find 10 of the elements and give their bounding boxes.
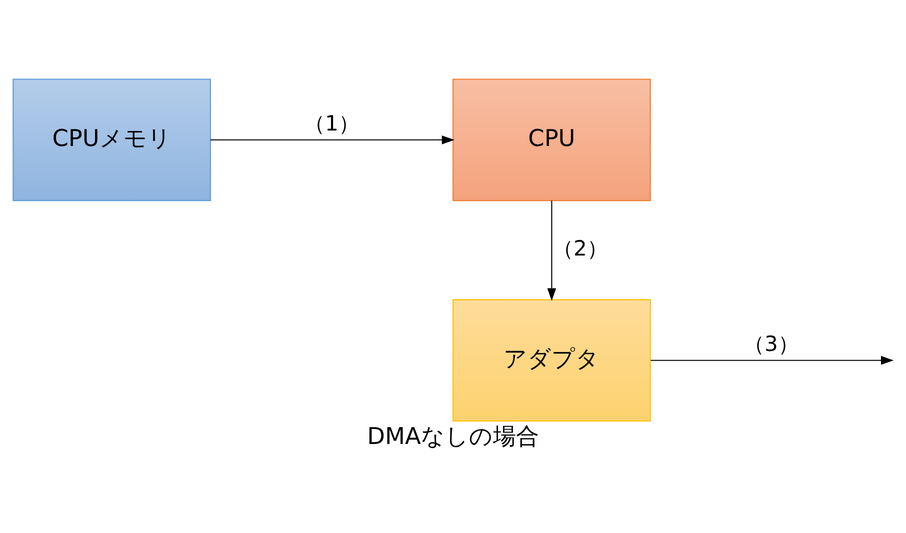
node-box: CPUメモリ — [12, 78, 211, 201]
edge-label: （2） — [552, 234, 608, 260]
edge-label: （3） — [744, 330, 799, 356]
edge-label: （1） — [304, 110, 360, 135]
arrow — [547, 200, 556, 300]
node-box: CPU — [452, 78, 651, 201]
arrow — [650, 355, 894, 364]
node-box: アダプタ — [452, 298, 651, 422]
arrow — [210, 134, 455, 144]
caption: DMAなしの場合 — [367, 422, 539, 450]
